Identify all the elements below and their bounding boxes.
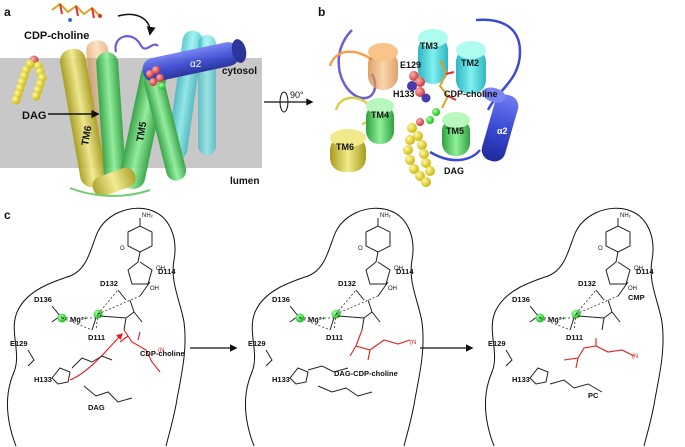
hydroxyl-label: OH	[634, 266, 643, 272]
cytidine-moiety: NH₂ O OH OH	[358, 213, 403, 292]
loop-orange-b	[328, 50, 373, 67]
lipid-label: DAG	[88, 403, 105, 412]
residue-label-d132: D132	[100, 279, 118, 288]
product-cmp-label: CMP	[628, 293, 645, 302]
residue-label-h133: H133	[272, 375, 290, 384]
residue-label-d114: D114	[396, 267, 414, 276]
loop-blue-bottom	[429, 149, 481, 162]
helix-green-a	[96, 52, 126, 184]
residue-label-d111: D111	[326, 333, 343, 342]
amine-label: NH₂	[380, 213, 392, 219]
substrate-label-a: CDP-choline	[24, 30, 89, 42]
cytidine-moiety: NH₂ O OH OH	[120, 213, 165, 292]
helix-alpha2-a	[142, 42, 240, 82]
panel-c-letter: c	[4, 208, 11, 222]
lumen-label: lumen	[230, 176, 259, 187]
helix-green-b	[143, 71, 187, 181]
hydroxyl-label: OH	[156, 266, 165, 272]
residue-label-d132: D132	[578, 279, 596, 288]
residue-label-d111: D111	[566, 333, 583, 342]
residue-label-d114: D114	[636, 267, 654, 276]
residue-label-d136: D136	[272, 295, 290, 304]
carbonyl-o-label: O	[598, 246, 603, 252]
dag-label-b: DAG	[444, 166, 464, 176]
carbonyl-o-label: O	[358, 246, 363, 252]
amine-label: NH₂	[142, 213, 154, 219]
dag-spheres-a	[11, 55, 47, 105]
helix-bottom	[92, 167, 136, 197]
residue-label-d114: D114	[158, 267, 176, 276]
hydroxyl-label: OH	[394, 266, 403, 272]
tm5-label-b: TM5	[446, 126, 464, 136]
dag-spheres-b	[403, 123, 435, 187]
tm2-label-b: TM2	[461, 58, 479, 68]
panel-b-helices	[330, 29, 519, 172]
rotation-label: 90°	[290, 90, 304, 100]
cdp-choline-stick-a	[51, 2, 102, 22]
loop-green	[69, 187, 151, 197]
hydroxyl-label: OH	[150, 286, 159, 292]
dag-label-a: DAG	[22, 110, 46, 122]
residue-label-h133: H133	[512, 375, 530, 384]
product-pc-label: PC	[588, 391, 599, 400]
helix-tm6-a	[59, 48, 107, 188]
intermediate-label: DAG-CDP-choline	[334, 369, 398, 378]
substrate-label: CDP-choline	[140, 349, 185, 358]
residue-label-e129: E129	[10, 339, 28, 348]
h133-label-b: H133	[393, 89, 415, 99]
helix-alpha2-cap	[231, 39, 247, 63]
e129-label-b: E129	[400, 60, 421, 70]
panel-a: a CDP-choline	[0, 2, 262, 197]
residue-label-d111: D111	[88, 333, 105, 342]
panel-a-letter: a	[4, 5, 11, 19]
panel-b: b	[318, 5, 522, 187]
residue-label-d136: D136	[512, 295, 530, 304]
carbonyl-o-label: O	[120, 246, 125, 252]
alpha2-label-a: α2	[190, 59, 202, 70]
rotation-indicator: 90°	[264, 90, 314, 113]
amine-label: NH₂	[620, 213, 632, 219]
tm6-label-b: TM6	[336, 142, 354, 152]
residue-label-e129: E129	[488, 339, 506, 348]
residue-label-d132: D132	[338, 279, 356, 288]
cdp-choline-label-b: CDP-choline	[444, 89, 498, 99]
tm4-label-b: TM4	[371, 110, 389, 120]
panel-a-helices	[59, 30, 247, 197]
trimethylammonium: (N	[632, 354, 638, 360]
panel-b-ligands	[407, 59, 457, 126]
residue-label-e129: E129	[248, 339, 266, 348]
mg-label: Mg²⁺	[308, 315, 325, 324]
tm3-label-b: TM3	[420, 41, 438, 51]
alpha2-label-b: α2	[497, 126, 508, 136]
binding-pocket-outline	[244, 207, 424, 447]
binding-pocket-outline	[484, 207, 664, 447]
mg-label: Mg²⁺	[70, 315, 87, 324]
hydroxyl-label: OH	[388, 286, 397, 292]
loop-purple	[114, 35, 159, 53]
residue-label-d136: D136	[34, 295, 52, 304]
residue-label-h133: H133	[34, 375, 52, 384]
cytosol-label: cytosol	[222, 66, 257, 77]
hydroxyl-label: OH	[628, 286, 637, 292]
tm6-label-a: TM6	[80, 124, 94, 146]
insertion-arrow	[117, 13, 156, 36]
trimethylammonium: (N	[410, 340, 416, 346]
mg-label: Mg²⁺	[548, 315, 565, 324]
cytidine-moiety: NH₂ O OH OH	[598, 213, 643, 292]
binding-pocket-outline	[6, 207, 186, 447]
bound-ligand-spheres-a	[146, 66, 166, 90]
panel-b-letter: b	[318, 5, 325, 19]
tm5-label-a: TM5	[135, 120, 149, 142]
trimethylammonium: (N	[158, 348, 164, 354]
